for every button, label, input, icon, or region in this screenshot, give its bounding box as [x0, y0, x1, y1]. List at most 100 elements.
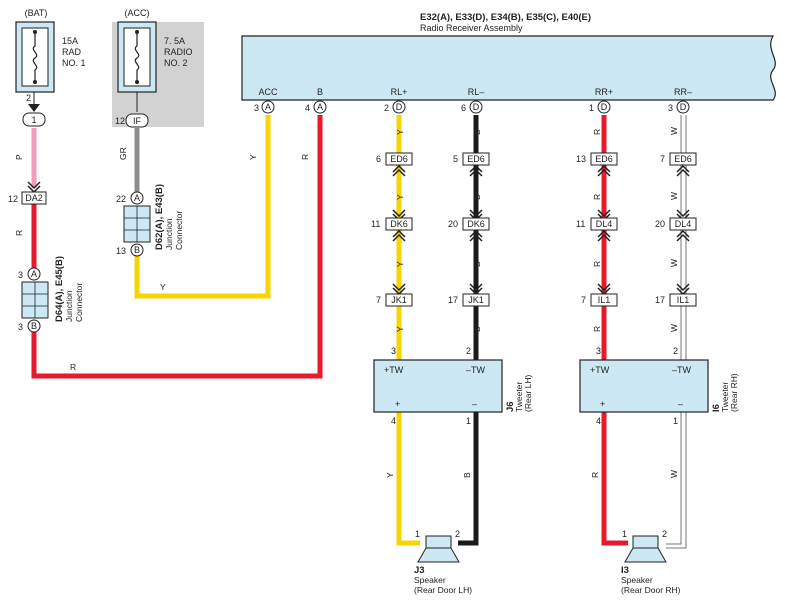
svg-text:–TW: –TW [672, 365, 692, 375]
tweeter-lh-box [373, 359, 503, 413]
wire-label-b-lower: B [462, 472, 472, 478]
svg-text:2: 2 [455, 529, 460, 539]
d64-pin-top: 3 [18, 270, 23, 280]
d64-pin-bot: 3 [18, 322, 23, 332]
da2-connector [21, 191, 47, 205]
connector-il1-rrp [590, 293, 618, 307]
svg-text:B: B [472, 326, 482, 332]
speaker-icon [632, 535, 659, 549]
svg-text:R: R [592, 194, 602, 200]
svg-text:7: 7 [581, 295, 586, 305]
svg-text:D: D [601, 102, 608, 112]
svg-text:W: W [669, 259, 679, 267]
svg-text:(Rear LH): (Rear LH) [523, 375, 533, 412]
arrow-down-icon [28, 104, 40, 112]
d64-line2: Connector [74, 283, 84, 322]
fuse-acc-name1: RADIO [164, 47, 193, 57]
svg-text:B: B [472, 194, 482, 200]
receiver-codes: E32(A), E33(D), E34(B), E35(C), E40(E) [420, 12, 591, 23]
d62-conn-bot: B [134, 245, 140, 255]
svg-text:ED6: ED6 [595, 154, 613, 164]
bat-source: (BAT) [25, 8, 48, 18]
fuse-bat-name1: RAD [62, 47, 82, 57]
da2-label: DA2 [25, 193, 43, 203]
svg-text:Y: Y [395, 326, 405, 332]
fuse-acc-conn [125, 113, 149, 128]
svg-text:J3: J3 [414, 565, 425, 576]
wire-rr-plus [601, 115, 628, 546]
speaker-rh: 1 2 I3 Speaker (Rear Door RH) [621, 529, 681, 595]
receiver-terminal-rr-plus: RR+ 1 D [589, 87, 613, 114]
svg-text:1: 1 [622, 529, 627, 539]
svg-text:DL4: DL4 [675, 219, 692, 229]
svg-text:Y: Y [395, 261, 405, 267]
wire-label-p: P [14, 154, 24, 160]
svg-text:IL1: IL1 [677, 295, 690, 305]
wire-rr-minus-a [666, 115, 682, 545]
speaker-lh: 1 2 J3 Speaker (Rear Door LH) [414, 529, 472, 595]
receiver-terminal-b: B 4 A [305, 87, 327, 114]
svg-text:4: 4 [305, 103, 310, 113]
receiver-terminal-rl-plus: RL+ 2 D [384, 87, 407, 114]
svg-text:R: R [592, 129, 602, 135]
svg-text:J6: J6 [505, 401, 516, 412]
svg-text:(Rear RH): (Rear RH) [729, 373, 739, 412]
wire-label-r-lower: R [590, 472, 600, 478]
column-rr-minus: W ED6 7 W DL4 20 W IL1 17 W [655, 127, 697, 332]
wire-label-r1: R [14, 230, 24, 236]
receiver-name: Radio Receiver Assembly [420, 23, 523, 33]
svg-text:B: B [472, 129, 482, 135]
wire-rl-plus [396, 115, 420, 546]
svg-text:6: 6 [461, 103, 466, 113]
svg-text:JK1: JK1 [468, 295, 484, 305]
svg-text:D: D [680, 102, 687, 112]
svg-text:17: 17 [448, 295, 458, 305]
fuse-bat-pin: 2 [26, 93, 31, 103]
fuse-bat-conn-label: 1 [31, 115, 36, 125]
svg-text:B: B [317, 87, 323, 97]
svg-text:RL–: RL– [468, 87, 485, 97]
wire-label-r-bottom: R [70, 362, 76, 372]
svg-text:D: D [473, 102, 480, 112]
svg-text:I3: I3 [621, 565, 629, 576]
fuse-acc-conn-label: IF [133, 116, 142, 126]
svg-text:I6: I6 [711, 404, 722, 412]
receiver-terminal-rr-minus: RR– 3 D [668, 87, 692, 114]
svg-text:3: 3 [391, 346, 396, 356]
receiver-box [241, 35, 776, 101]
connector-jk1-rlm [462, 293, 490, 307]
column-rl-plus: Y ED6 6 Y DK6 11 Y JK1 7 Y [371, 129, 413, 332]
svg-text:DL4: DL4 [596, 219, 613, 229]
d64-conn-bot: B [31, 321, 37, 331]
wire-label-r-b: R [300, 154, 310, 160]
wire-acc-yellow [134, 115, 271, 299]
svg-text:RR–: RR– [674, 87, 692, 97]
svg-text:(Rear Door LH): (Rear Door LH) [414, 585, 472, 595]
d62-pin-bot: 13 [116, 246, 126, 256]
svg-text:6: 6 [376, 154, 381, 164]
d62-codes: D62(A), E43(B) [154, 184, 165, 250]
svg-text:A: A [265, 102, 271, 112]
connector-il1-rrm [669, 293, 697, 307]
svg-text:–: – [472, 399, 477, 409]
wire-label-y-acc2: Y [248, 154, 258, 160]
d64-line1: Junction [64, 290, 74, 322]
d64-conn-top: A [31, 269, 37, 279]
wire-label-gr: GR [118, 147, 128, 160]
receiver-terminal-acc: ACC 3 A [254, 87, 278, 114]
svg-text:Speaker: Speaker [621, 575, 653, 585]
svg-text:5: 5 [453, 154, 458, 164]
tweeter-rh: 3 2 +TW –TW + – 4 1 I6 Tweeter (Rear RH) [579, 346, 739, 426]
svg-text:–TW: –TW [466, 365, 486, 375]
svg-text:DK6: DK6 [390, 219, 408, 229]
d64-codes: D64(A), E45(B) [54, 256, 65, 322]
column-rl-minus: B ED6 5 B DK6 20 B JK1 17 B [448, 129, 490, 332]
svg-text:Tweeter: Tweeter [720, 382, 730, 412]
svg-text:20: 20 [448, 219, 458, 229]
svg-text:11: 11 [576, 219, 585, 229]
svg-text:11: 11 [371, 219, 380, 229]
svg-text:W: W [669, 324, 679, 332]
svg-text:ED6: ED6 [674, 154, 692, 164]
fuse-bat-conn [22, 112, 46, 127]
